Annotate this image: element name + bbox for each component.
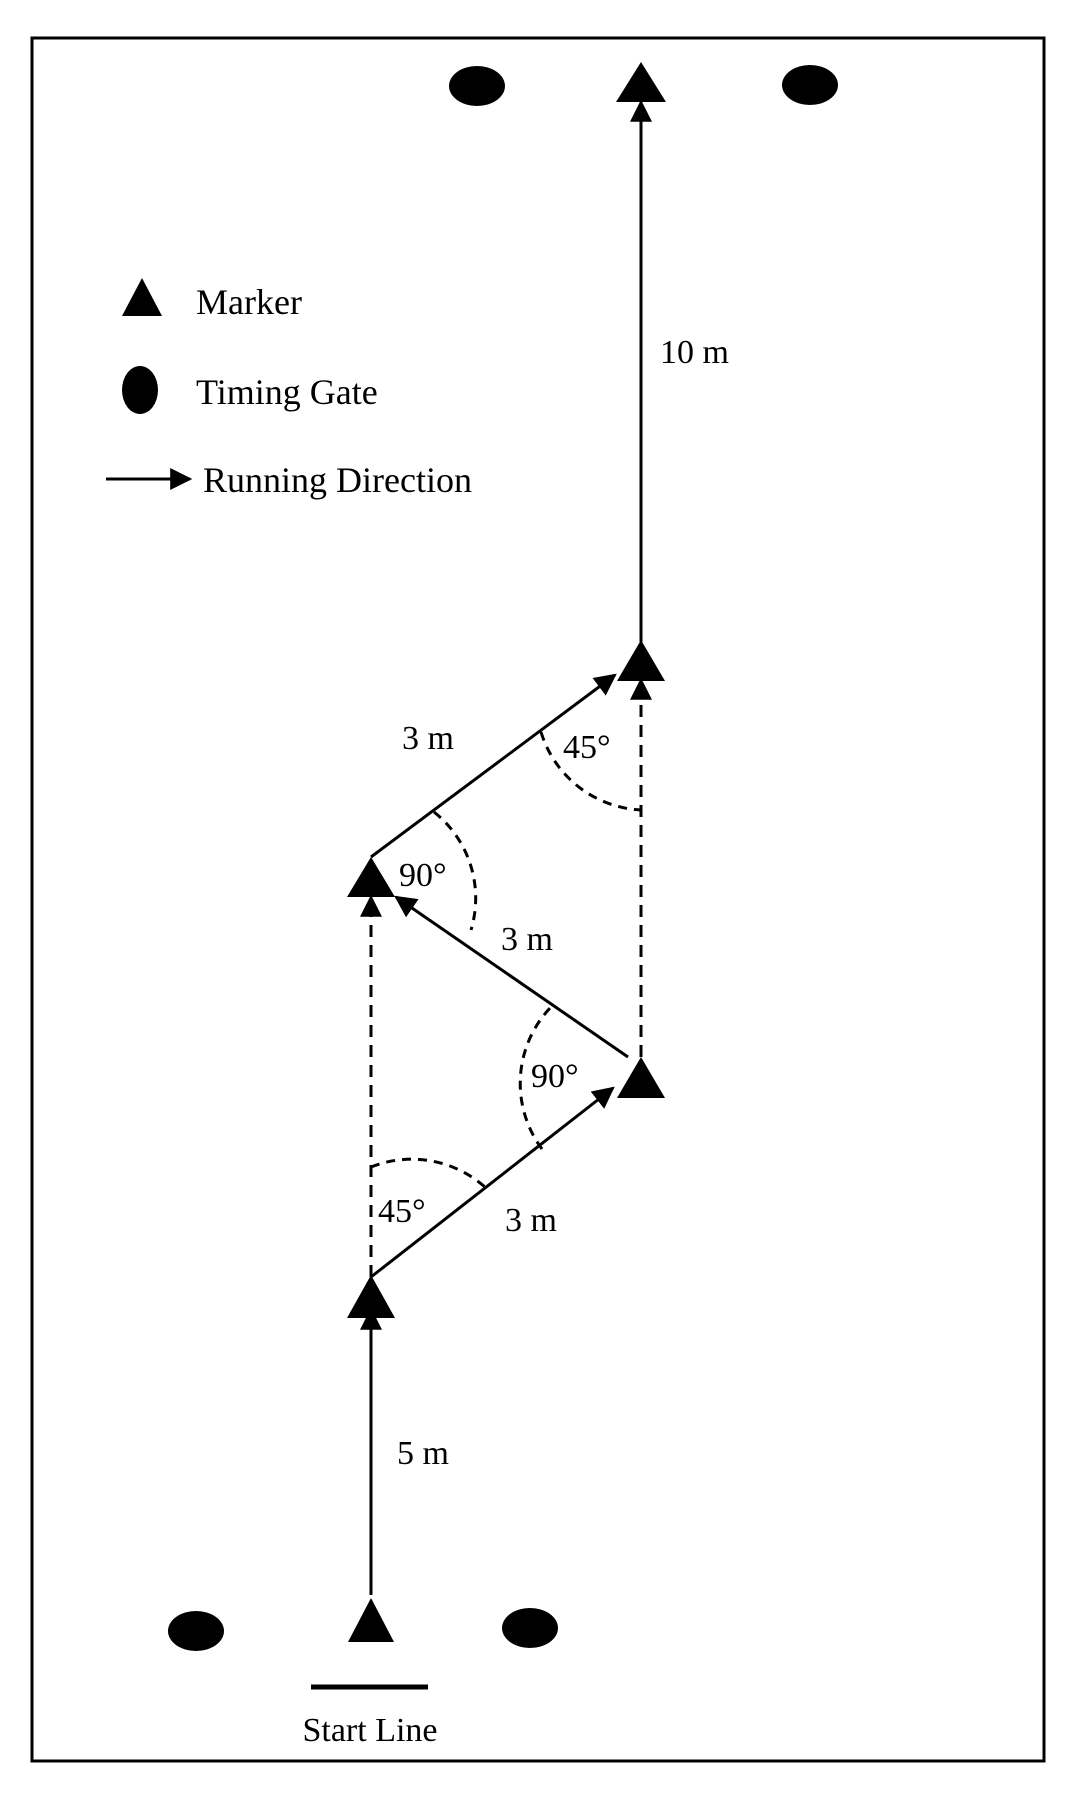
legend-timing-gate-label: Timing Gate [196, 372, 378, 412]
angle-arc-second [518, 1002, 556, 1150]
angle-label-third: 90° [399, 857, 447, 894]
distance-label-leg-three: 3 m [402, 720, 454, 757]
course-markers [347, 62, 666, 1642]
distance-label-final: 10 m [660, 334, 729, 371]
timing-gate-top-right-icon [782, 65, 838, 105]
marker-finish-icon [616, 62, 666, 102]
diagram-frame [30, 36, 1046, 1763]
angle-arc-first [370, 1157, 488, 1190]
legend-running-direction-label: Running Direction [203, 460, 472, 500]
marker-fourth-icon [617, 640, 665, 681]
angle-labels: 45° 90° 90° 45° [378, 729, 611, 1230]
running-path [360, 99, 652, 1595]
angle-arc-third [433, 810, 478, 931]
timing-gate-top-left-icon [449, 66, 505, 106]
path-leg-three [370, 673, 617, 859]
path-leg-two [394, 895, 629, 1059]
distance-label-leg-one: 3 m [505, 1202, 557, 1239]
marker-third-icon [347, 857, 395, 897]
marker-start-icon [348, 1598, 394, 1642]
path-leg-one [370, 1086, 615, 1279]
marker-second-icon [617, 1057, 665, 1098]
reference-lines [360, 677, 652, 1277]
legend-marker-label: Marker [196, 282, 302, 322]
angle-label-fourth: 45° [563, 729, 611, 766]
start-line-label: Start Line [302, 1712, 437, 1749]
angle-label-first: 45° [378, 1193, 426, 1230]
timing-gate-bottom-right-icon [502, 1608, 558, 1648]
angle-arc-fourth [539, 731, 642, 812]
timing-gate-bottom-left-icon [168, 1611, 224, 1651]
angle-label-second: 90° [531, 1058, 579, 1095]
distance-label-leg-two: 3 m [501, 921, 553, 958]
legend-timing-gate-icon [122, 366, 158, 414]
marker-first-icon [347, 1275, 395, 1318]
distance-labels: 5 m 3 m 3 m 3 m 10 m [397, 334, 729, 1472]
distance-label-start: 5 m [397, 1435, 449, 1472]
legend: Marker Timing Gate Running Direction [106, 278, 472, 500]
legend-marker-icon [122, 278, 162, 316]
angle-arcs [370, 731, 642, 1190]
